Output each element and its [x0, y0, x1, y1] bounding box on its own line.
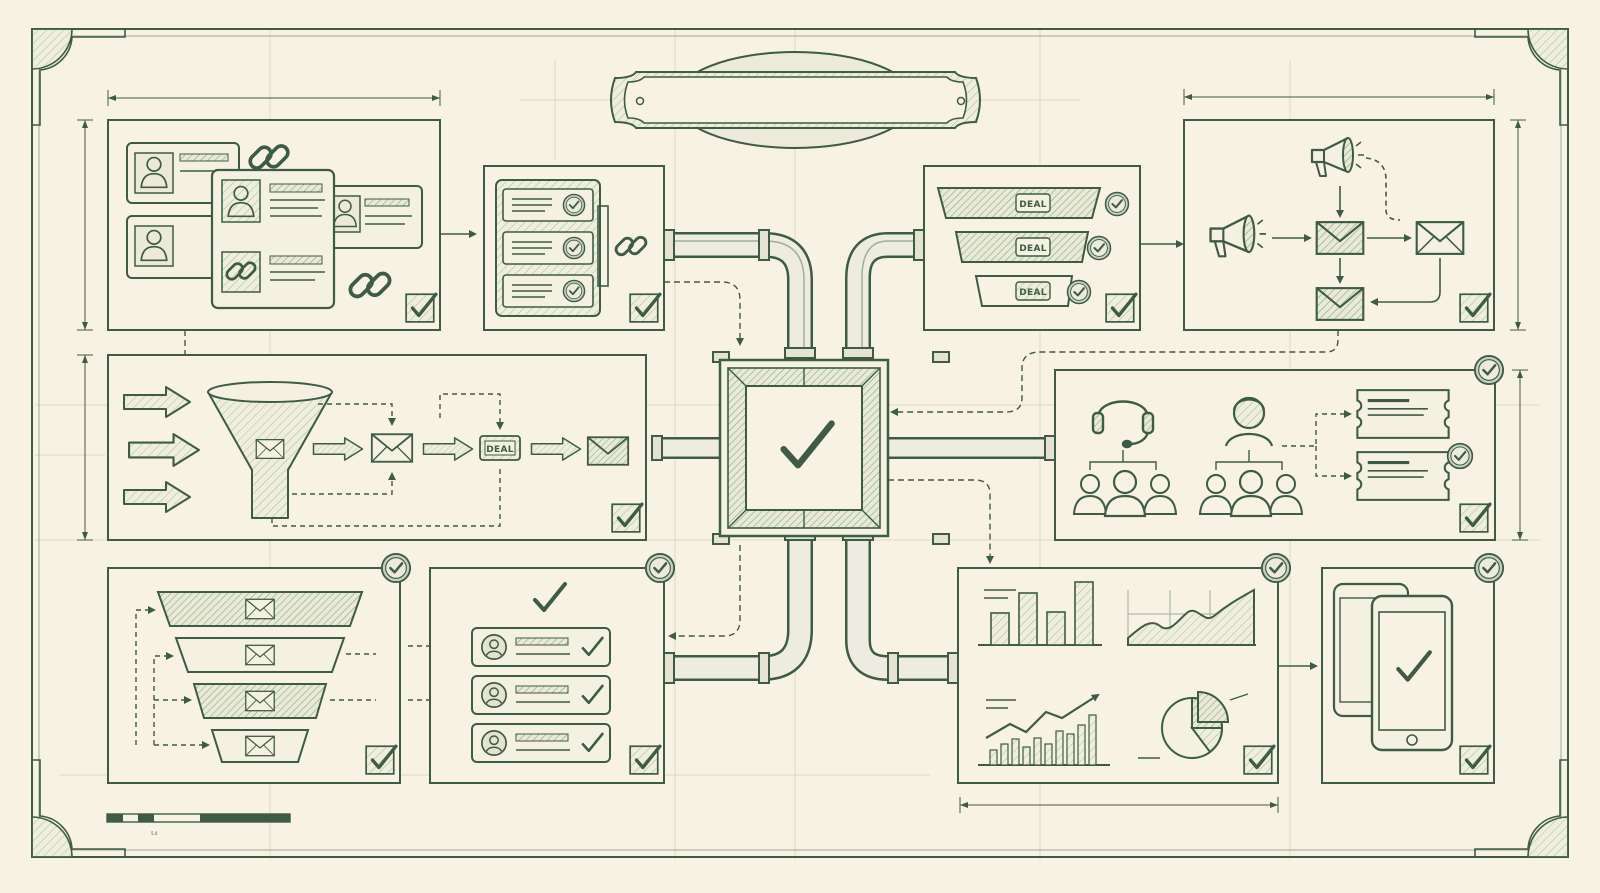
check-box-icon [1242, 744, 1276, 776]
check-box-icon [628, 292, 662, 324]
check-circle-icon [1260, 552, 1292, 584]
list-item-icon [502, 274, 594, 308]
check-circle-icon [380, 552, 412, 584]
check-box-icon [1458, 502, 1492, 534]
check-box-icon [610, 502, 644, 534]
check-circle-icon [1086, 235, 1112, 261]
central-hub [718, 358, 890, 538]
bar-chart-icon [978, 581, 1102, 646]
envelope-icon [370, 433, 414, 463]
check-circle-icon [562, 279, 586, 303]
check-circle-icon [562, 236, 586, 260]
check-circle-icon [1473, 552, 1505, 584]
corner-ornament-bottom-left [31, 759, 126, 858]
pie-chart-icon [1138, 690, 1249, 759]
funnel-tier-icon [174, 637, 346, 673]
funnel-deal-label: DEAL [486, 445, 514, 455]
contact-card-icon [321, 185, 423, 249]
funnel-tier-icon [192, 683, 328, 719]
dimension-arrowheads [82, 94, 1523, 808]
funnel-dashed-flow [271, 393, 504, 527]
approval-row [471, 723, 611, 763]
panel-mobile [1321, 552, 1505, 784]
outer-frame [31, 28, 1569, 858]
approval-row [471, 675, 611, 715]
phone-icon [1370, 594, 1454, 752]
agent-icon [1224, 396, 1274, 447]
check-box-icon [1104, 292, 1138, 324]
corner-ornament-bottom-right [1474, 759, 1569, 858]
panel-analytics [957, 552, 1292, 784]
list-item-icon [502, 188, 594, 222]
avatar-icon [481, 682, 507, 708]
ticket-icon [1355, 388, 1451, 440]
check-circle-icon [1473, 354, 1505, 386]
funnel-tier-icon [210, 729, 310, 763]
check-box-icon [1458, 292, 1492, 324]
approval-row [471, 627, 611, 667]
envelope-icon [1315, 287, 1365, 321]
dimension-lines [77, 89, 1528, 813]
check-circle-icon [1066, 279, 1092, 305]
panel-email-funnel [107, 552, 472, 784]
avatar-icon [481, 730, 507, 756]
check-circle-icon [644, 552, 676, 584]
deal-bar-icon: DEAL [974, 275, 1092, 307]
corner-ornament-top-right [1474, 28, 1569, 126]
headset-icon [1091, 400, 1155, 449]
check-box-icon [404, 292, 438, 324]
scale-bar: 5.0 [106, 813, 291, 836]
envelope-icon [255, 438, 285, 460]
contact-card-icon [210, 168, 336, 310]
corner-ornament-top-left [31, 28, 126, 126]
envelope-icon [586, 436, 630, 466]
ticket-icon [1355, 450, 1451, 502]
deal-label: DEAL [1019, 244, 1047, 254]
support-dashed-flow [1282, 410, 1352, 480]
envelope-icon [1315, 221, 1365, 255]
deal-label: DEAL [1019, 288, 1047, 298]
trend-chart-icon [978, 693, 1110, 766]
check-circle-icon [1104, 191, 1130, 217]
scale-label: 5.0 [151, 831, 158, 836]
panel-campaign [1183, 119, 1495, 331]
panel-linked-list [483, 165, 665, 331]
funnel-tier-icon [156, 591, 364, 627]
title-plaque [610, 51, 981, 149]
avatar-icon [481, 634, 507, 660]
check-box-icon [1458, 744, 1492, 776]
deal-label: DEAL [1019, 200, 1047, 210]
deal-bar-icon: DEAL [936, 187, 1130, 219]
campaign-flow [1272, 157, 1441, 306]
panel-team-support [1054, 354, 1505, 541]
check-box-icon [628, 744, 662, 776]
check-circle-icon [1446, 442, 1474, 470]
panel-contact-approvals [429, 552, 676, 784]
envelope-icon [1415, 221, 1465, 255]
panel-lead-funnel: DEAL [107, 354, 647, 541]
panel-contacts [107, 119, 441, 331]
deal-bar-icon: DEAL [954, 231, 1112, 263]
check-circle-icon [562, 193, 586, 217]
org-lines [1089, 450, 1283, 470]
area-chart-icon [1127, 588, 1256, 646]
deal-tag-icon: DEAL [479, 435, 521, 461]
check-box-icon [364, 744, 398, 776]
list-item-icon [502, 231, 594, 265]
panel-deal-pipeline: DEAL DEAL DEAL [923, 165, 1141, 331]
funnel-icon [207, 381, 333, 519]
